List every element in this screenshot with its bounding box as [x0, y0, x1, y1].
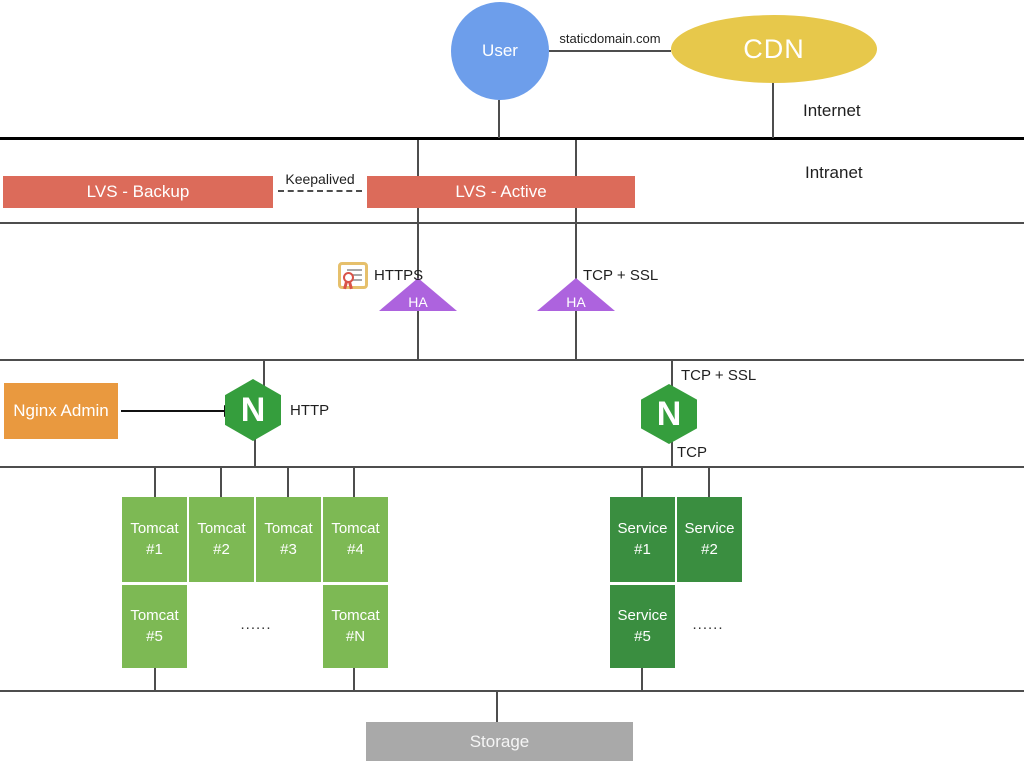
- service2-uplink: [708, 467, 710, 498]
- user-node: User: [451, 2, 549, 100]
- nginx-letter: N: [656, 394, 682, 433]
- tomcat5-downlink: [154, 668, 156, 691]
- tomcat-5-node: Tomcat #5: [122, 585, 187, 668]
- lvs-active-label: LVS - Active: [455, 182, 547, 201]
- nginx-logo-icon-2: N: [641, 384, 697, 444]
- tomcat-n-node: Tomcat #N: [323, 585, 388, 668]
- certificate-ribbon: [348, 281, 353, 290]
- user-downlink: [498, 100, 500, 138]
- internet-zone-label: Internet: [803, 101, 861, 120]
- tomcat-2-node: Tomcat #2: [189, 497, 254, 582]
- tomcat-1-node: Tomcat #1: [122, 497, 187, 582]
- intranet-zone-label: Intranet: [805, 163, 863, 182]
- ha-left-label: HA: [408, 294, 428, 310]
- proxy-layer-divider: [0, 466, 1024, 468]
- nginx-logo-icon: N: [225, 379, 281, 441]
- tomcat2-uplink: [220, 467, 222, 498]
- tomcat1-uplink: [154, 467, 156, 498]
- cdn-node: CDN: [671, 15, 877, 83]
- user-cdn-connector: [549, 50, 671, 52]
- certificate-ribbon: [343, 281, 348, 290]
- ha-layer-divider: [0, 359, 1024, 361]
- nginx-letter: N: [240, 390, 266, 429]
- tomcat-ellipsis: ......: [240, 616, 272, 633]
- service-2-node: Service #2: [677, 497, 742, 582]
- tcp-ssl-upper-label: TCP + SSL: [583, 267, 659, 284]
- service5-downlink: [641, 668, 643, 691]
- nginx1-downlink: [254, 432, 256, 467]
- tcp-label: TCP: [677, 444, 707, 461]
- tcpssl-trunk-line: [575, 140, 577, 360]
- ha-right-label: HA: [566, 294, 586, 310]
- nginx-admin-node: Nginx Admin: [4, 383, 118, 439]
- tomcat3-uplink: [287, 467, 289, 498]
- storage-uplink: [496, 690, 498, 723]
- internet-intranet-divider: [0, 137, 1024, 140]
- staticdomain-link-label: staticdomain.com: [559, 31, 661, 46]
- tomcatN-downlink: [353, 668, 355, 691]
- http-label: HTTP: [290, 402, 330, 419]
- https-trunk-line: [417, 140, 419, 360]
- admin-arrow-line: [121, 410, 227, 412]
- tomcat4-uplink: [353, 467, 355, 498]
- tcp-ssl-mid-label: TCP + SSL: [681, 367, 757, 384]
- https-label: HTTPS: [374, 267, 424, 284]
- lvs-layer-divider: [0, 222, 1024, 224]
- service1-uplink: [641, 467, 643, 498]
- keepalived-dashed-link: [278, 190, 362, 192]
- certificate-text-line: [347, 269, 362, 271]
- keepalived-label: Keepalived: [285, 171, 355, 187]
- storage-label: Storage: [469, 731, 530, 751]
- lvs-backup-node: LVS - Backup: [3, 176, 273, 208]
- certificate-text-line: [351, 279, 362, 281]
- tomcat-4-node: Tomcat #4: [323, 497, 388, 582]
- lvs-active-node: LVS - Active: [367, 176, 635, 208]
- service-ellipsis: ......: [692, 616, 724, 633]
- storage-node: Storage: [366, 722, 633, 761]
- user-label: User: [482, 41, 518, 60]
- nginx1-uplink: [263, 361, 265, 391]
- lvs-backup-label: LVS - Backup: [86, 182, 190, 201]
- cdn-label: CDN: [743, 33, 805, 64]
- app-layer-divider: [0, 690, 1024, 692]
- nginx-admin-label: Nginx Admin: [13, 401, 109, 420]
- tomcat-3-node: Tomcat #3: [256, 497, 321, 582]
- service-1-node: Service #1: [610, 497, 675, 582]
- cdn-downlink: [772, 82, 774, 138]
- certificate-text-line: [347, 274, 362, 276]
- certificate-icon: [338, 262, 368, 290]
- service-5-node: Service #5: [610, 585, 675, 668]
